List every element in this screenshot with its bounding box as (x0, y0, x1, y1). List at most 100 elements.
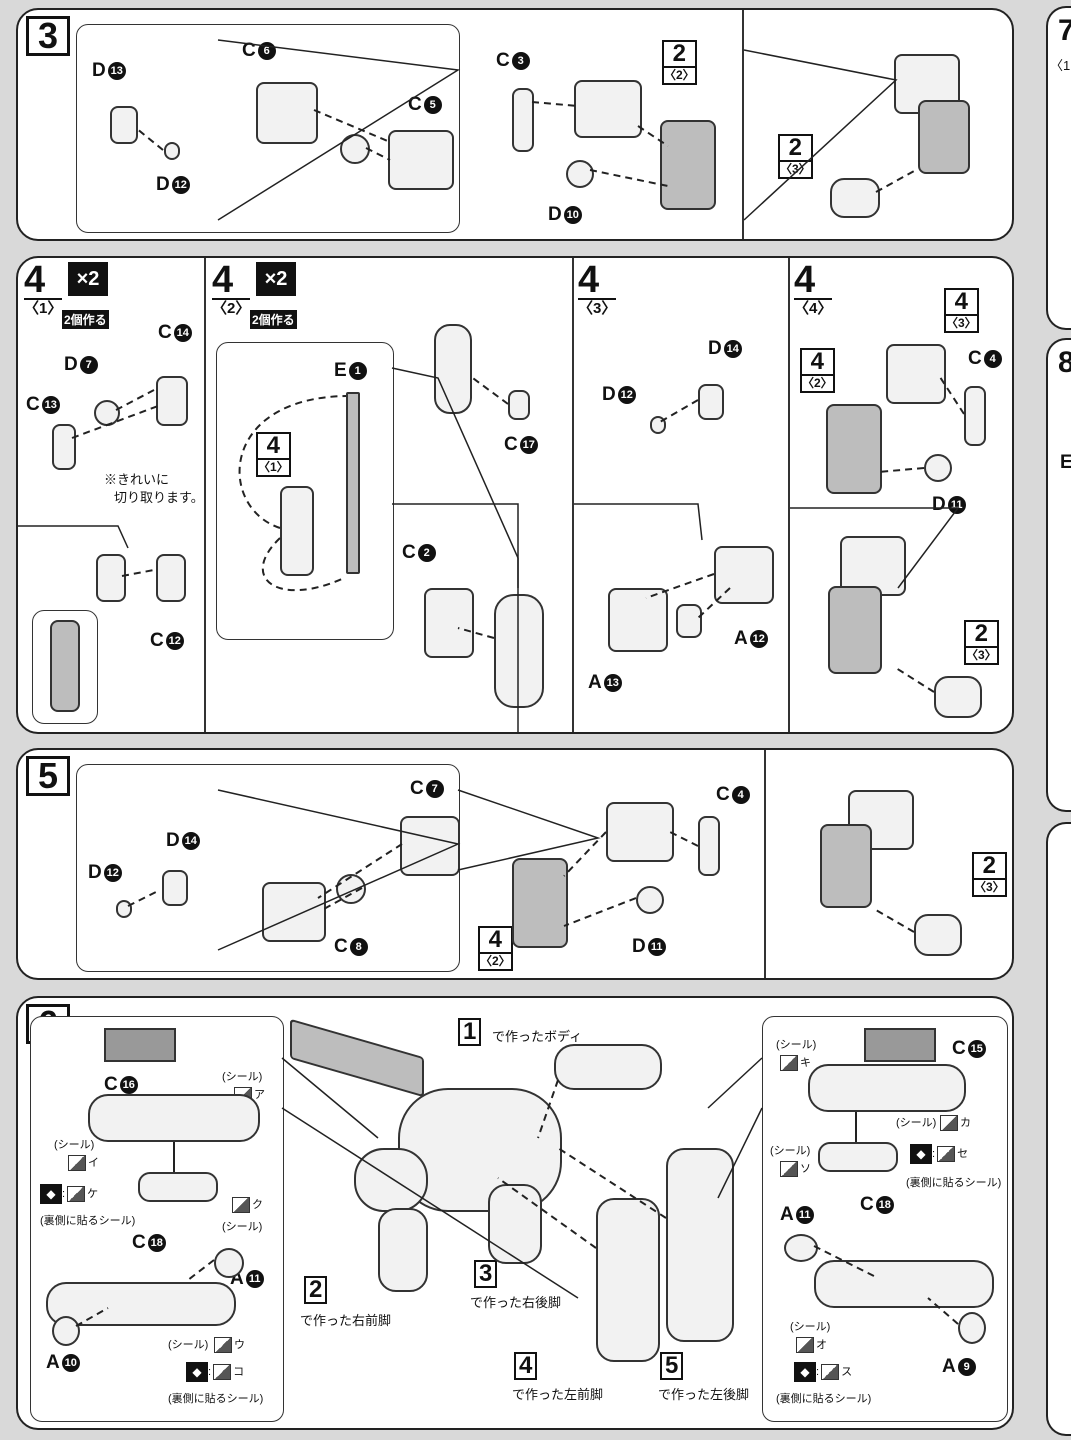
sticker-i: イ (66, 1154, 99, 1172)
back-sticker-note: (裏側に貼るシール) (906, 1177, 1002, 1189)
part-c4 (964, 386, 986, 446)
note-cut-cleanly-1: ※きれいに (104, 472, 170, 487)
part-label-e: E (1060, 452, 1071, 473)
part-c18-left (138, 1172, 218, 1202)
caption-left-front-leg: で作った左前脚 (512, 1387, 604, 1402)
part-engine-left-lower (46, 1282, 236, 1326)
note-cut-cleanly-2: 切り取ります。 (114, 490, 204, 505)
step-reference-4-3: 4〈3〉 (944, 288, 979, 333)
part-c14 (156, 376, 188, 426)
sticker-o: オ (794, 1336, 827, 1354)
caption-right-front-leg: で作った右前脚 (300, 1313, 392, 1328)
part-c3 (512, 88, 534, 152)
part-c6 (256, 82, 318, 144)
part-a9 (958, 1312, 986, 1344)
multiplier-note: 2個作る (62, 310, 109, 329)
part-leg-assembly (660, 120, 716, 210)
step-number: 3 (26, 16, 70, 56)
part-a11-left (214, 1248, 244, 1278)
step-reference-1: 1 (458, 1018, 482, 1046)
part-rear-leg (488, 1184, 542, 1264)
back-sticker-note: (裏側に貼るシール) (776, 1393, 872, 1405)
sticker-u: ウ (212, 1336, 245, 1354)
step-6-panel: 6 1 で作ったボディ 2 で作った右前脚 3 で作った右後脚 4 で作った左前… (16, 996, 1014, 1430)
multiplier-badge: ×2 (68, 262, 108, 296)
sticker-preview (864, 1028, 936, 1062)
part-c17 (508, 390, 530, 420)
part-assembled-leg (918, 100, 970, 174)
part-sub-a (96, 554, 126, 602)
seal-label: (シール) (776, 1039, 817, 1051)
part-d11 (924, 454, 952, 482)
caption-right-rear-leg: で作った右後脚 (470, 1295, 562, 1310)
part-engine-right-upper (808, 1064, 966, 1112)
part-foot (934, 676, 982, 718)
part-c4 (698, 816, 720, 876)
assembly-arrows (127, 789, 915, 951)
part-d10 (566, 160, 594, 188)
step-reference-2-3: 2〈3〉 (972, 852, 1007, 897)
divider (204, 258, 206, 732)
part-joint (336, 874, 366, 904)
divider (742, 10, 744, 239)
part-d13 (110, 106, 138, 144)
step-number: 5 (26, 756, 70, 796)
seal-label: (シール) (770, 1145, 811, 1157)
part-c8 (262, 882, 326, 942)
step-reference-4-2: 4〈2〉 (478, 926, 513, 971)
caption-body: で作ったボディ (492, 1029, 583, 1044)
assembly-arrows (75, 1057, 959, 1327)
part-leg-upper (280, 486, 314, 576)
part-foot (830, 178, 880, 218)
seal-label: (シール) (790, 1321, 831, 1333)
divider (788, 258, 790, 732)
part-c12 (156, 554, 186, 602)
part-head (354, 1148, 428, 1212)
assembly-arrows (135, 39, 917, 221)
sticker-ka: カ (938, 1114, 971, 1132)
sticker-su: ◆:ス (794, 1362, 852, 1382)
part-leg-assembly (826, 404, 882, 494)
part-d14 (698, 384, 724, 420)
divider (764, 750, 766, 978)
part-c7 (400, 816, 460, 876)
sub-step-label: 〈1 (1050, 58, 1071, 73)
seal-label: (シール) (222, 1071, 263, 1083)
next-page-panel-9 (1046, 822, 1071, 1436)
sub-step-4-3: 4〈3〉 (578, 259, 617, 317)
part-leg-5 (666, 1148, 734, 1342)
sticker-ko: ◆:コ (186, 1362, 244, 1382)
part-d14b (676, 604, 702, 638)
sub-step-4-4: 4〈4〉 (794, 259, 833, 317)
part-hip-block (886, 344, 946, 404)
part-detail (50, 620, 80, 712)
seal-label: (シール) (54, 1139, 95, 1151)
part-leg-4 (596, 1198, 660, 1362)
part-front-leg (378, 1208, 428, 1292)
sticker-ku: ク (230, 1196, 263, 1214)
sticker-ki: キ (778, 1054, 811, 1072)
part-c18-right (818, 1142, 898, 1172)
part-assembled-leg (828, 586, 882, 674)
sticker-se: ◆:セ (910, 1144, 968, 1164)
step-reference-2: 2 (304, 1276, 328, 1304)
part-c2 (424, 588, 474, 658)
